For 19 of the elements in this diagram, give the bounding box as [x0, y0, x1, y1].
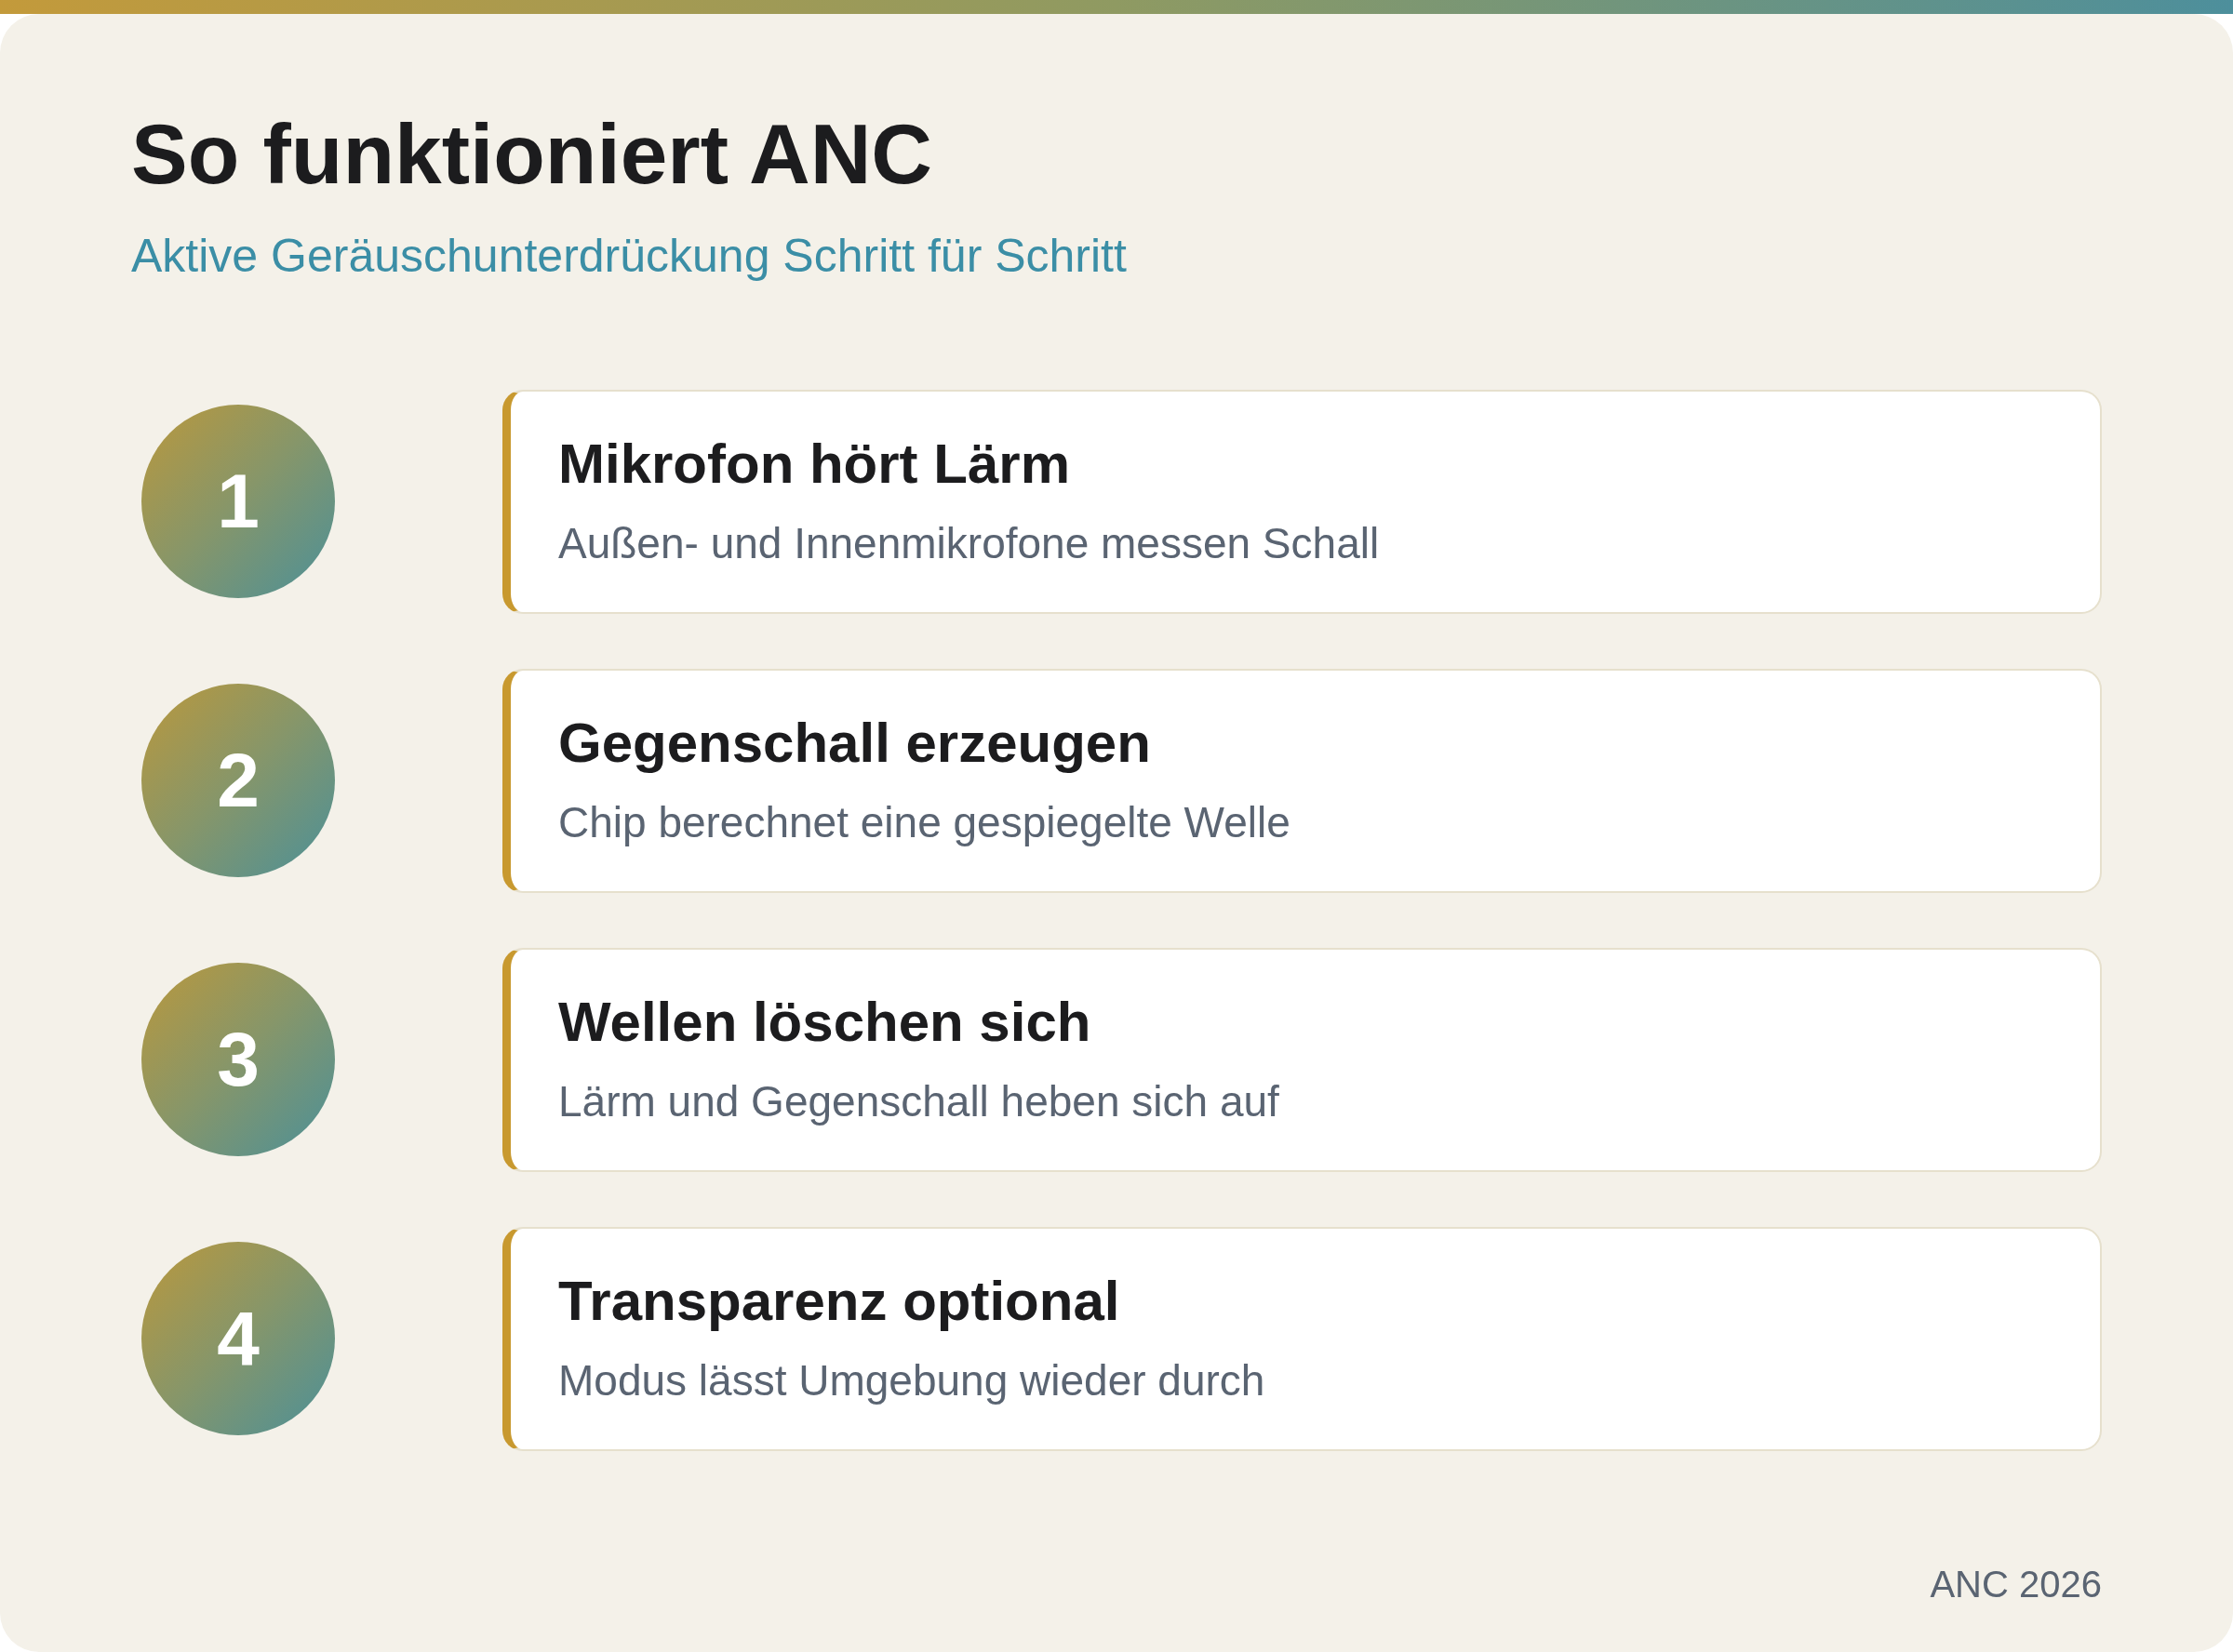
- footer-text: ANC 2026: [1930, 1565, 2102, 1603]
- step-number: 1: [217, 463, 260, 540]
- step-number: 2: [217, 742, 260, 819]
- step-heading: Wellen löschen sich: [558, 994, 1092, 1050]
- step-card: [502, 1227, 2102, 1451]
- step-number: 3: [217, 1021, 260, 1098]
- step-description: Modus lässt Umgebung wieder durch: [558, 1358, 1266, 1404]
- step-description: Außen- und Innenmikrofone messen Schall: [558, 521, 1381, 566]
- step-heading: Mikrofon hört Lärm: [558, 436, 1071, 492]
- step-card: [502, 669, 2102, 893]
- step-card: [502, 390, 2102, 614]
- title: So funktioniert ANC: [131, 112, 933, 196]
- step-heading: Gegenschall erzeugen: [558, 715, 1152, 771]
- step-heading: Transparenz optional: [558, 1273, 1121, 1329]
- subtitle: Aktive Geräuschunterdrückung Schritt für Schritt: [131, 233, 1127, 279]
- step-description: Lärm und Gegenschall heben sich auf: [558, 1079, 1280, 1125]
- step-card: [502, 948, 2102, 1172]
- step-number: 4: [217, 1300, 260, 1377]
- step-description: Chip berechnet eine gespiegelte Welle: [558, 800, 1291, 846]
